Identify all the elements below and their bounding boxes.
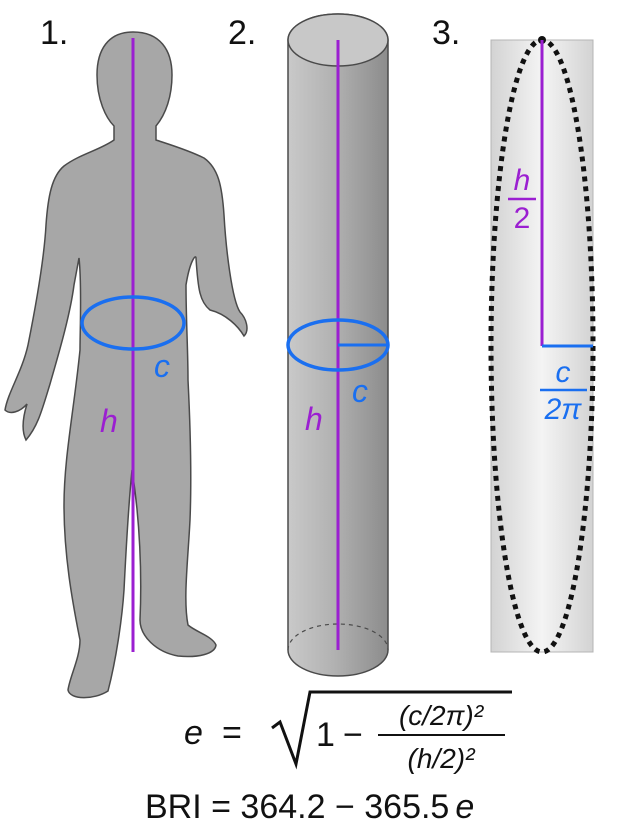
radius-numerator: c [556, 356, 571, 389]
cylinder-c-label: c [352, 373, 368, 409]
panel-number-2: 2. [228, 14, 256, 52]
human-h-label: h [100, 403, 118, 439]
half-height-fraction: h 2 [508, 164, 536, 235]
square-root-sign [271, 690, 512, 770]
radius-denominator: 2π [544, 393, 583, 426]
human-silhouette [4, 31, 248, 699]
panel-number-1: 1. [40, 14, 68, 52]
formula-equals: = [222, 714, 242, 752]
human-waist-circumference [80, 295, 186, 351]
human-c-label: c [154, 348, 170, 384]
bri-variable: e [455, 788, 474, 826]
cylinder-h-label: h [305, 401, 323, 437]
formula-denominator: (h/2)² [408, 743, 477, 774]
formula-minus: − [343, 716, 363, 754]
half-height-numerator: h [514, 164, 531, 197]
radius-fraction: c 2π [540, 356, 587, 426]
eccentricity-formula: e = 1 − (c/2π)² (h/2)² [184, 690, 512, 774]
panel-number-3: 3. [432, 14, 460, 52]
formula-e: e [184, 714, 203, 752]
formula-one: 1 [316, 716, 335, 754]
half-height-denominator: 2 [514, 202, 531, 235]
bri-prefix: BRI = 364.2 − 365.5 [145, 788, 449, 826]
formula-numerator: (c/2π)² [399, 700, 485, 731]
